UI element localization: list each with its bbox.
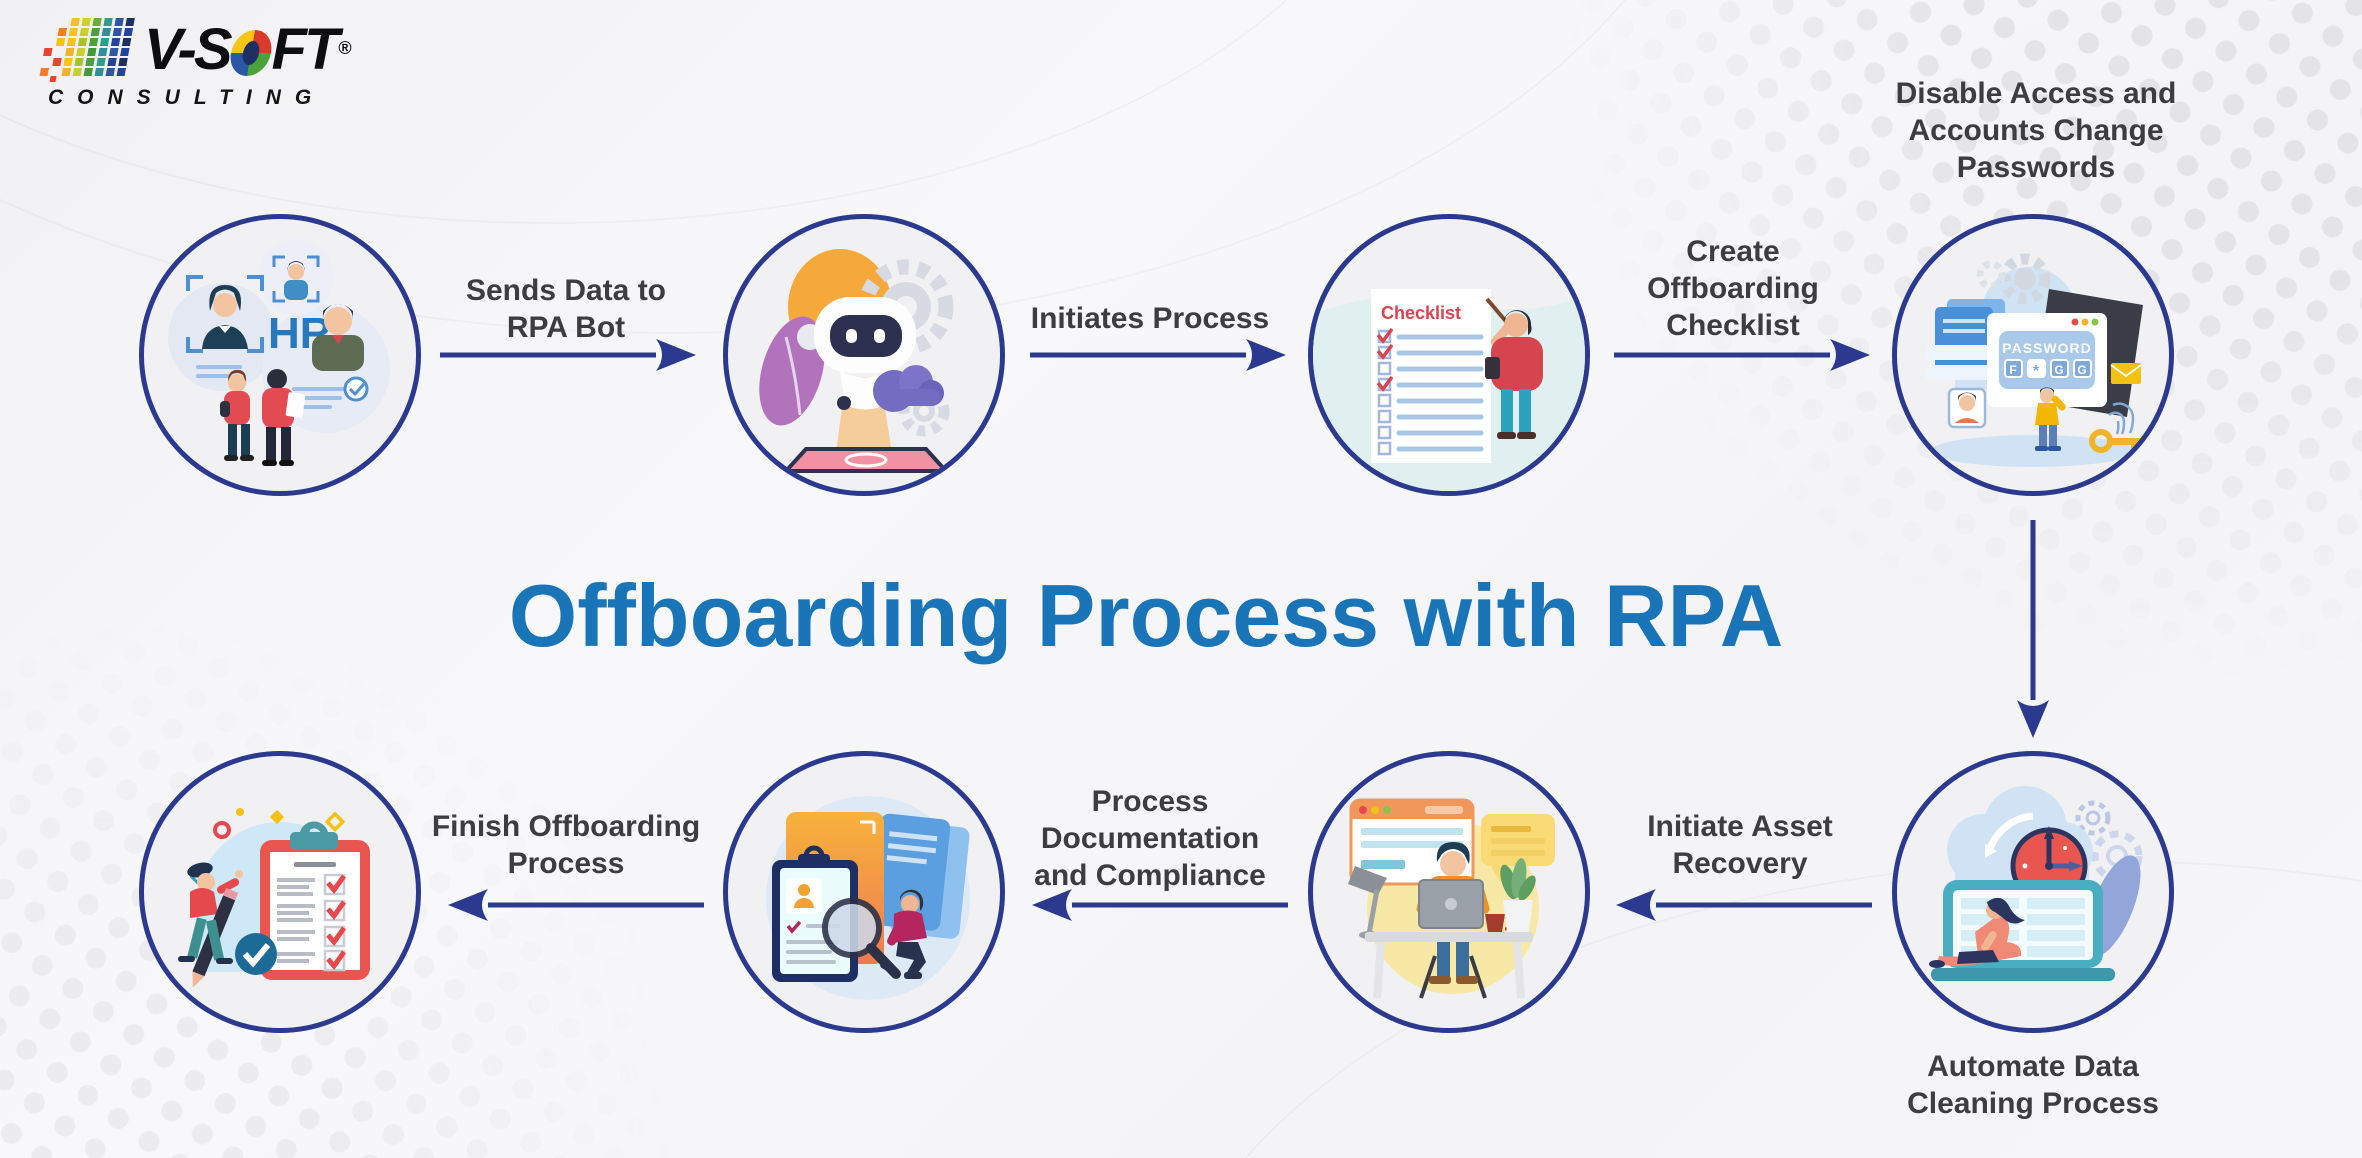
logo-text-ft: FT xyxy=(271,17,340,82)
check-badge-icon xyxy=(343,376,369,402)
password-security-illustration: PASSWORD F * G G xyxy=(1925,253,2144,467)
step-label-finish-offboarding: Finish Offboarding Process xyxy=(431,810,701,880)
check-marks xyxy=(326,874,347,971)
arrow-right-bot-to-checklist xyxy=(1030,339,1286,371)
documentation-person xyxy=(880,889,927,979)
page-title: Offboarding Process with RPA xyxy=(508,566,1784,665)
step-label-disable-access: Disable Access and Accounts Change Passw… xyxy=(1895,77,2177,184)
logo-tagline: CONSULTING xyxy=(48,86,326,109)
node-finish-offboarding xyxy=(139,751,421,1033)
arrow-right-checklist-to-access xyxy=(1614,339,1870,371)
data-cleaning-person xyxy=(1929,897,2025,968)
step-label-initiates-process: Initiates Process xyxy=(1030,302,1270,335)
hr-person-male xyxy=(262,369,306,466)
vsoft-logo: V-S FT® CONSULTING xyxy=(39,17,352,110)
cloud-icon xyxy=(873,365,944,412)
hr-person-female xyxy=(220,369,254,461)
arrow-left-cleaning-to-recovery xyxy=(1616,889,1872,921)
registered-mark: ® xyxy=(338,38,351,58)
finish-offboarding-illustration xyxy=(178,808,370,988)
checklist-person xyxy=(1485,297,1543,439)
gear-icon xyxy=(1976,253,2051,305)
rpa-bot-illustration xyxy=(759,249,954,473)
node-rpa-bot xyxy=(723,214,1005,496)
password-label: PASSWORD xyxy=(2002,340,2091,356)
node-data-cleaning xyxy=(1892,751,2174,1033)
logo-text-vs: V-S xyxy=(144,17,233,82)
asset-recovery-illustration xyxy=(1348,798,1555,999)
fingerprint-icon xyxy=(2108,402,2135,435)
step-label-process-documentation: Process Documentation and Compliance xyxy=(1034,785,1266,892)
check-ball-icon xyxy=(235,933,277,975)
node-hr-team: HR xyxy=(139,214,421,496)
node-disable-access: PASSWORD F * G G xyxy=(1892,214,2174,496)
desk xyxy=(1365,932,1533,999)
photo-frame-icon xyxy=(186,275,264,353)
password-key-1: F xyxy=(2009,363,2016,377)
tablet-icon xyxy=(781,447,951,473)
envelope-icon xyxy=(2110,363,2142,384)
arrow-right-hr-to-bot xyxy=(440,339,696,371)
arrow-left-recovery-to-documentation xyxy=(1032,889,1288,921)
face-id-icon xyxy=(1947,387,1987,429)
hr-team-illustration: HR xyxy=(168,239,390,466)
clipboard-icon xyxy=(260,821,370,980)
password-person xyxy=(2035,387,2066,451)
password-key-3: G xyxy=(2054,363,2063,377)
documentation-illustration xyxy=(766,796,970,1000)
check-marks xyxy=(1376,327,1394,392)
arrow-down-access-to-cleaning xyxy=(2017,520,2049,738)
step-label-create-checklist: Create Offboarding Checklist xyxy=(1647,235,1819,342)
step-label-automate-cleaning: Automate Data Cleaning Process xyxy=(1907,1050,2159,1120)
logo-multicolor-o-icon xyxy=(226,30,275,76)
confetti xyxy=(213,821,231,839)
node-documentation-compliance xyxy=(723,751,1005,1033)
data-cleaning-illustration xyxy=(1929,786,2143,981)
chair-icon xyxy=(1419,955,1487,999)
list-lines xyxy=(1396,334,1484,452)
logo-wordmark: V-S FT® xyxy=(144,17,352,82)
step-label-initiate-asset-recovery: Initiate Asset Recovery xyxy=(1647,810,1833,880)
finish-person xyxy=(178,862,243,988)
logo-pixel-mosaic-icon xyxy=(39,18,135,82)
node-offboarding-checklist: Checklist xyxy=(1308,214,1590,496)
password-key-4: G xyxy=(2077,363,2086,377)
arrow-left-documentation-to-finish xyxy=(448,889,704,921)
plant-icon xyxy=(1500,858,1536,932)
password-key-2: * xyxy=(2033,363,2040,380)
laptop-small-icon xyxy=(1957,950,1999,964)
photo-frame-icon xyxy=(272,255,320,303)
laptop-icon xyxy=(1418,879,1484,929)
node-asset-recovery xyxy=(1308,751,1590,1033)
password-panel: PASSWORD F * G G xyxy=(1999,331,2095,389)
checklist-illustration: Checklist xyxy=(1313,289,1585,491)
robot-icon xyxy=(797,297,916,410)
step-label-sends-data: Sends Data to RPA Bot xyxy=(465,274,667,344)
checklist-doc-title: Checklist xyxy=(1381,303,1461,323)
